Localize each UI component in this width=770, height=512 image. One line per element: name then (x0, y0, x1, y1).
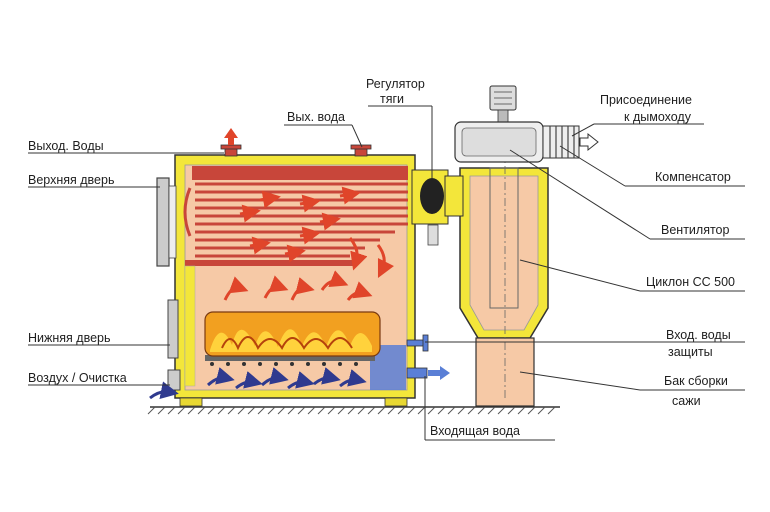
label-air-cleaning: Воздух / Очистка (28, 371, 127, 385)
bottom-door (167, 299, 179, 359)
air-inlet (167, 369, 181, 391)
label-soot-tank-1: Бак сборки (664, 374, 728, 388)
label-hot-water-out: Выход. Воды (28, 139, 104, 153)
compensator (542, 125, 599, 159)
label-top-door: Верхняя дверь (28, 173, 114, 187)
label-cyclone: Циклон СС 500 (646, 275, 735, 289)
flame-fuel (204, 311, 381, 357)
fan-motor (454, 85, 544, 163)
cyclone (444, 167, 549, 339)
label-outlet-water: Вых. вода (287, 110, 345, 124)
label-compensator: Компенсатор (655, 170, 731, 184)
heat-exchanger-tubes (183, 182, 408, 258)
label-incoming-water: Входящая вода (430, 424, 520, 438)
label-soot-tank-2: сажи (672, 394, 701, 408)
air-arrows (149, 367, 367, 400)
label-bottom-door: Нижняя дверь (28, 331, 111, 345)
inlet-pipes (406, 334, 450, 380)
flow-arrows (223, 186, 395, 301)
top-door (156, 177, 177, 267)
leader-lines (28, 105, 745, 441)
outlet-pipes (220, 128, 372, 157)
ground (147, 406, 560, 415)
label-protection-water-in-1: Вход. воды (666, 328, 731, 342)
fire-grate (205, 355, 375, 366)
label-protection-water-in-2: защиты (668, 345, 713, 359)
label-draft-regulator-1: Регулятор (366, 77, 425, 91)
draft-regulator (411, 169, 449, 246)
label-draft-regulator-2: тяги (380, 92, 404, 106)
boiler-body (174, 154, 416, 407)
label-chimney-connection-1: Присоединение (600, 93, 692, 107)
labels: Выход. Воды Верхняя дверь Нижняя дверь В… (28, 77, 735, 438)
label-fan: Вентилятор (661, 223, 729, 237)
label-chimney-connection-2: к дымоходу (624, 110, 692, 124)
